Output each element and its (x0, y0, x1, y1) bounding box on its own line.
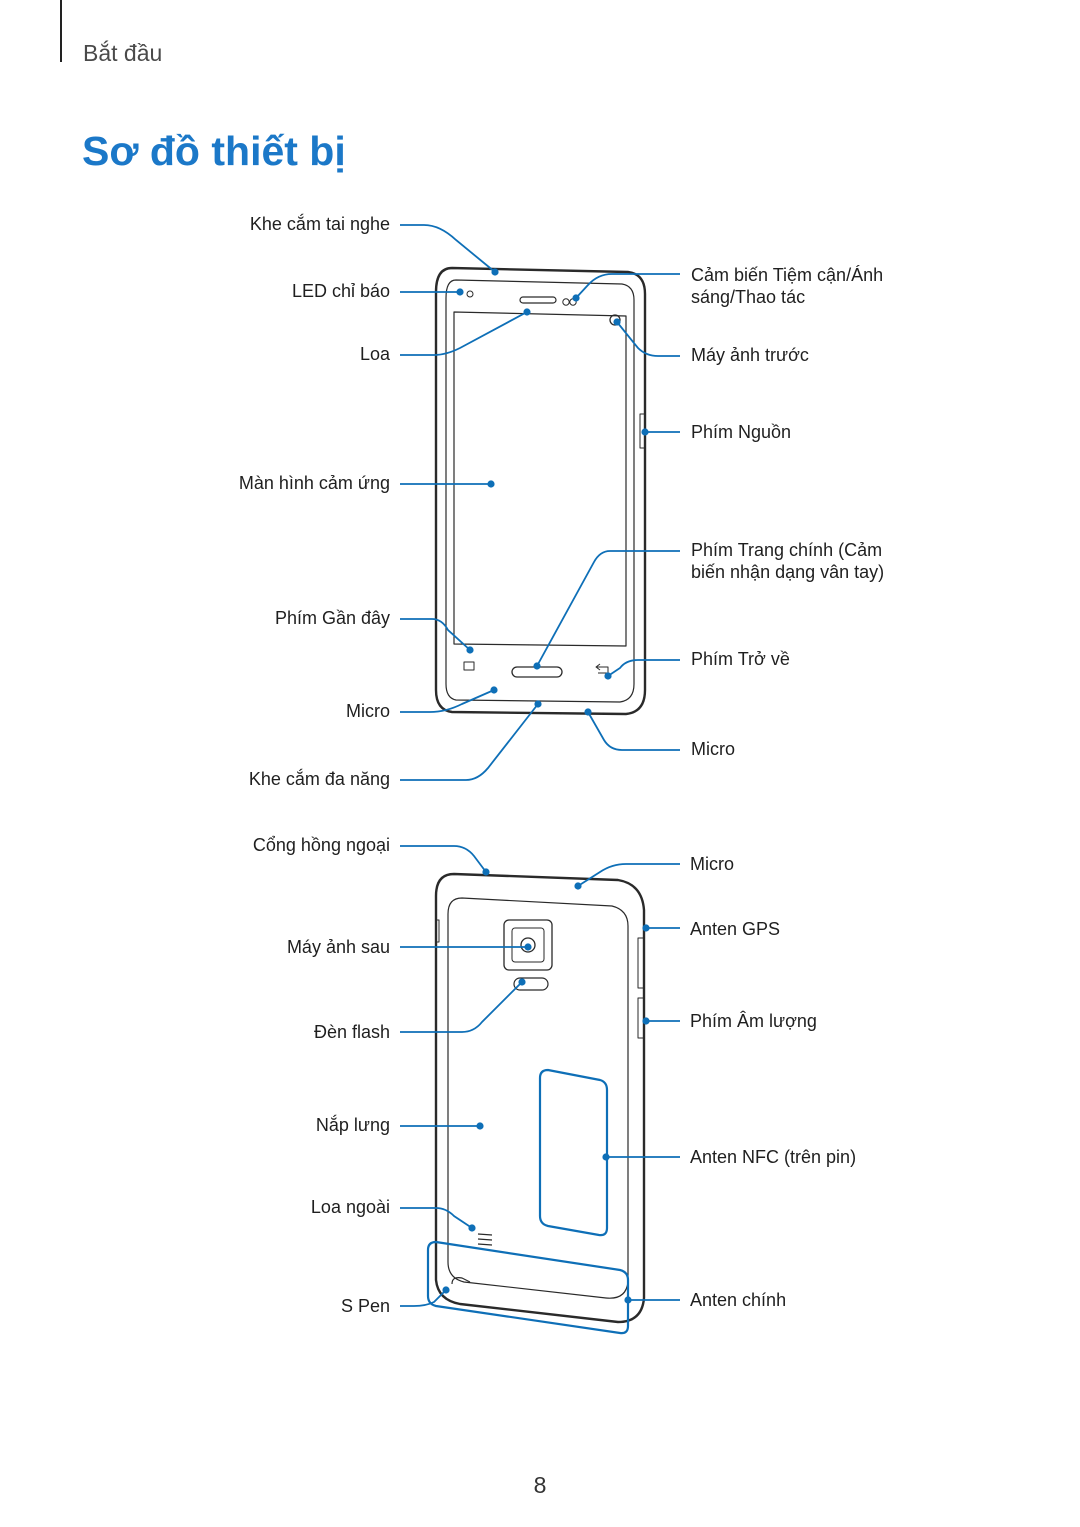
back-phone-illustration (434, 872, 646, 1324)
callout-lines (400, 224, 680, 1307)
label-ir-blaster: Cổng hồng ngoại (252, 835, 390, 855)
page-title: Sơ đồ thiết bị (82, 128, 346, 174)
label-home-key-line2: biến nhận dạng vân tay) (691, 562, 885, 582)
label-recents-key: Phím Gần đây (274, 608, 390, 628)
label-external-speaker: Loa ngoài (310, 1197, 390, 1217)
label-speaker: Loa (359, 344, 390, 364)
callout-dots (442, 268, 650, 1304)
label-indicator-led: LED chỉ báo (291, 281, 390, 301)
label-microphone-front: Micro (346, 701, 390, 721)
label-home-key: Phím Trang chính (Cảm biến nhận dạng vân… (691, 539, 884, 583)
label-headset-jack: Khe cắm tai nghe (249, 214, 390, 234)
section-label: Bắt đầu (83, 40, 163, 66)
label-flash: Đèn flash (313, 1022, 390, 1042)
header-rule (60, 0, 62, 62)
label-proximity-sensor: Cảm biến Tiệm cận/Ánh sáng/Thao tác (691, 264, 883, 308)
label-back-key: Phím Trở về (691, 649, 790, 669)
label-nfc-antenna: Anten NFC (trên pin) (690, 1147, 857, 1167)
label-home-key-line1: Phím Trang chính (Cảm (691, 540, 883, 560)
label-gps-antenna: Anten GPS (690, 919, 781, 939)
label-s-pen: S Pen (340, 1296, 390, 1316)
label-microphone-bottom: Micro (691, 739, 735, 759)
label-front-camera: Máy ảnh trước (691, 345, 809, 365)
antenna-outlines (426, 1068, 630, 1335)
label-back-cover: Nắp lưng (315, 1115, 390, 1135)
label-multipurpose-jack: Khe cắm đa năng (248, 769, 390, 789)
label-proximity-sensor-line1: Cảm biến Tiệm cận/Ánh (691, 265, 884, 285)
front-phone-illustration (434, 266, 647, 716)
label-volume-key: Phím Âm lượng (690, 1011, 817, 1031)
label-rear-camera: Máy ảnh sau (286, 937, 390, 957)
page-number: 8 (533, 1472, 547, 1498)
label-main-antenna: Anten chính (690, 1290, 787, 1310)
label-power-key: Phím Nguồn (691, 422, 792, 442)
label-microphone-top: Micro (690, 854, 734, 874)
label-proximity-sensor-line2: sáng/Thao tác (691, 287, 806, 307)
label-touchscreen: Màn hình cảm ứng (238, 473, 390, 493)
